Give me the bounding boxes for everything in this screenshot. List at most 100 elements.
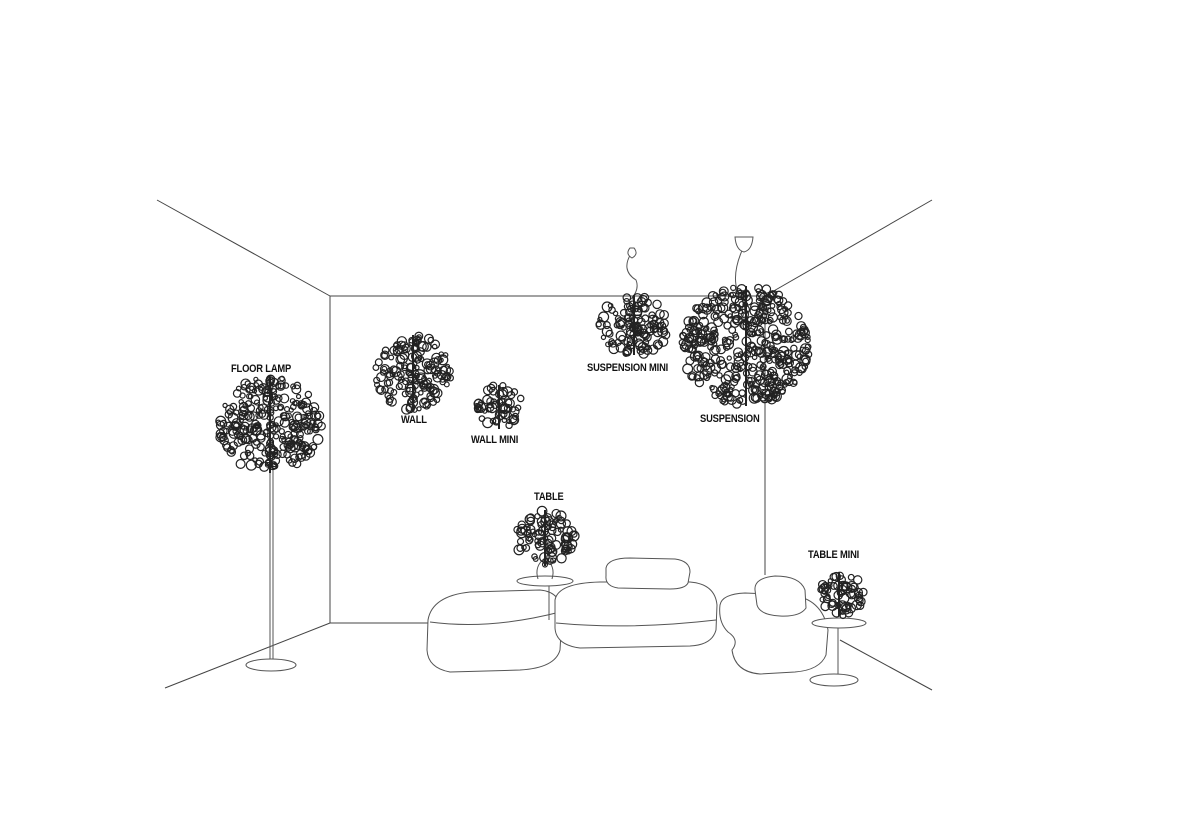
flower-petal — [316, 421, 326, 431]
flower-petal — [719, 313, 730, 324]
flower-petal — [618, 334, 627, 343]
flower-petal — [504, 398, 515, 409]
flower-petal — [716, 372, 723, 379]
flower-petal — [380, 350, 390, 360]
flower-petal — [477, 405, 484, 412]
flower-petal — [381, 365, 388, 372]
label-floor-lamp: FLOOR LAMP — [231, 363, 292, 375]
flower-petal — [229, 402, 238, 411]
flower-petal — [636, 306, 643, 313]
flower-petal — [304, 447, 316, 458]
flower-petal — [726, 355, 732, 361]
flower-petal — [648, 311, 656, 319]
flower-petal — [250, 394, 261, 405]
flower-petal — [728, 326, 737, 334]
flower-petal — [716, 355, 726, 366]
flower-petal — [683, 316, 694, 327]
flower-petal — [401, 403, 413, 415]
flower-petal — [686, 336, 693, 344]
flower-petal — [766, 381, 778, 392]
flower-petal — [853, 575, 863, 585]
flower-petal — [413, 339, 420, 346]
flower-petal — [509, 406, 516, 413]
flower-petal — [761, 284, 772, 294]
flower-petal — [784, 335, 792, 343]
flower-petal — [278, 435, 286, 444]
flower-petal — [288, 418, 295, 425]
flower-petal — [225, 404, 235, 414]
flower-petal — [390, 388, 398, 396]
label-table-mini: TABLE MINI — [808, 549, 860, 561]
flower-petal — [254, 459, 263, 469]
flower-petal — [784, 349, 792, 357]
flower-petal — [383, 379, 392, 387]
flower-petal — [707, 303, 716, 312]
suspension-canopy — [734, 236, 754, 253]
flower-petal — [381, 351, 389, 359]
flower-petal — [536, 505, 548, 517]
flower-petal — [411, 342, 420, 352]
flower-petal — [251, 424, 263, 436]
flower-petal — [396, 336, 408, 347]
flower-petal — [566, 526, 577, 537]
flower-petal — [714, 296, 723, 305]
flower-petal — [623, 348, 632, 357]
flower-petal — [696, 364, 705, 373]
flower-petal — [652, 299, 662, 310]
flower-petal — [416, 334, 422, 340]
flower-petal — [779, 388, 786, 395]
sofa-center — [554, 581, 718, 649]
flower-petal — [732, 362, 741, 370]
flower-petal — [619, 308, 628, 317]
flower-petal — [376, 385, 386, 396]
flower-petal — [707, 343, 715, 351]
flower-petal — [799, 343, 811, 355]
flower-petal — [705, 362, 716, 373]
flower-petal — [728, 292, 735, 298]
flower-petal — [804, 337, 811, 344]
flower-petal — [729, 302, 736, 309]
table-top-right — [811, 617, 867, 629]
flower-petal — [783, 349, 790, 356]
flower-petal — [751, 379, 761, 388]
flower-petal — [287, 439, 296, 448]
flower-petal — [711, 304, 720, 312]
flower-petal — [273, 433, 280, 440]
flower-petal — [767, 366, 778, 377]
flower-petal — [836, 589, 845, 597]
flower-petal — [552, 517, 559, 524]
sofa-center-seam — [555, 619, 717, 627]
flower-petal — [761, 339, 771, 349]
flower-petal — [788, 337, 795, 344]
flower-petal — [784, 327, 793, 336]
flower-petal — [283, 440, 293, 450]
flower-petal — [516, 527, 528, 539]
flower-petal — [648, 344, 659, 355]
flower-petal — [304, 390, 313, 399]
flower-petal — [379, 369, 387, 376]
flower-petal — [657, 321, 667, 331]
flower-petal — [696, 336, 707, 347]
floor-edge-right — [839, 639, 933, 691]
flower-petal — [547, 548, 557, 558]
flower-petal — [783, 369, 790, 375]
flower-petal — [737, 308, 749, 320]
flower-petal — [698, 309, 708, 320]
flower-petal — [232, 388, 242, 398]
flower-petal — [612, 310, 619, 317]
flower-petal — [776, 300, 782, 307]
flower-petal — [252, 438, 261, 446]
flower-petal — [781, 316, 792, 327]
flower-petal — [712, 313, 719, 320]
flower-petal — [767, 324, 779, 335]
flower-petal — [716, 359, 727, 370]
flower-petal — [694, 377, 705, 388]
suspension-mini-cable — [626, 251, 638, 301]
flower-petal — [756, 347, 767, 358]
flower-petal — [261, 385, 273, 397]
ceiling-edge-left — [156, 199, 331, 297]
flower-petal — [305, 448, 313, 455]
lamps — [215, 283, 868, 620]
flower-petal — [736, 396, 744, 404]
flower-petal — [725, 335, 735, 345]
